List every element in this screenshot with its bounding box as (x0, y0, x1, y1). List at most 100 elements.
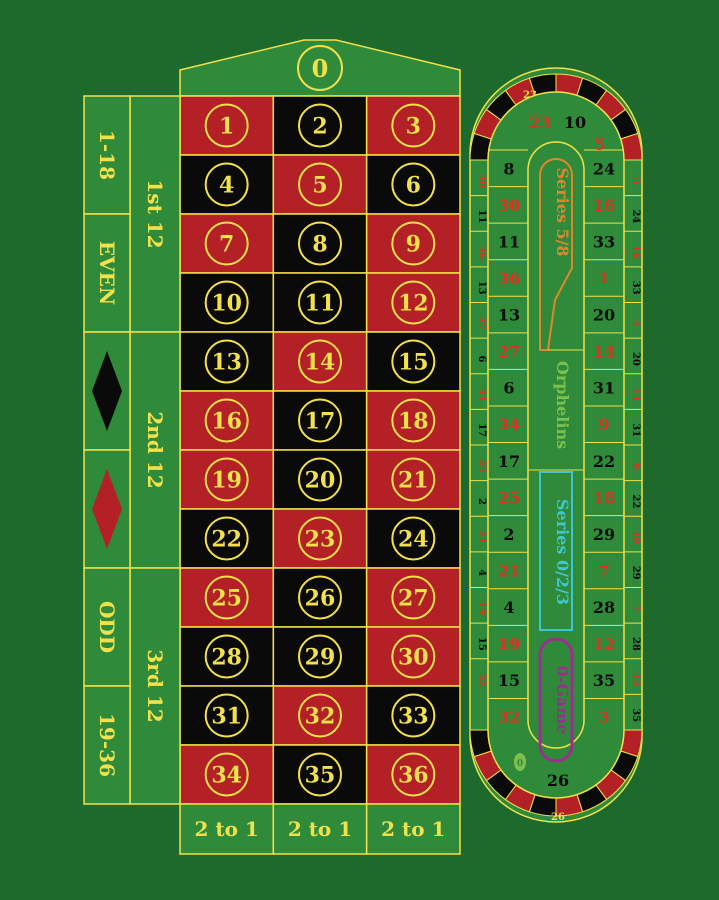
inner-pocket-right-3[interactable]: 3 (598, 708, 609, 727)
inner-pocket-right-24[interactable]: 24 (593, 159, 615, 178)
inner-pocket-right-12[interactable]: 12 (593, 635, 615, 654)
inner-pocket-right-9[interactable]: 9 (598, 415, 609, 434)
number-cell-1[interactable]: 1 (179, 95, 275, 156)
inner-pocket-left-2[interactable]: 2 (503, 525, 514, 544)
number-cell-16[interactable]: 16 (179, 390, 275, 451)
even-bet-bg[interactable] (83, 213, 131, 333)
number-cell-24[interactable]: 24 (365, 508, 461, 569)
number-cell-19[interactable]: 19 (179, 449, 275, 510)
inner-pocket-left-34[interactable]: 34 (498, 415, 520, 434)
number-cell-28[interactable]: 28 (179, 626, 275, 687)
rim-pocket-left-34[interactable]: 34 (470, 373, 488, 402)
rim-pocket-left-4[interactable]: 4 (470, 551, 488, 576)
rim-pocket-right-22[interactable]: 22 (624, 480, 642, 509)
rim-pocket-right-33[interactable]: 33 (624, 266, 642, 295)
dozen-bet-1[interactable]: 1st 12 (129, 95, 181, 333)
number-cell-bg[interactable] (365, 331, 461, 392)
rim-pocket-left-13[interactable]: 13 (470, 266, 488, 295)
rim-pocket-right-24[interactable]: 24 (624, 195, 642, 224)
number-cell-21[interactable]: 21 (365, 449, 461, 510)
inner-pocket-top-5[interactable]: 5 (594, 135, 605, 154)
number-cell-14[interactable]: 14 (272, 331, 368, 392)
number-cell-22[interactable]: 22 (179, 508, 275, 569)
red-bet[interactable] (83, 449, 131, 569)
rim-pocket-left-32[interactable]: 32 (470, 658, 488, 687)
rim-pocket-left-2[interactable]: 2 (470, 480, 488, 505)
column-bet-3[interactable]: 2 to 1 (365, 803, 461, 855)
inner-pocket-right-33[interactable]: 33 (593, 232, 615, 251)
inner-pocket-left-11[interactable]: 11 (498, 232, 520, 251)
number-cell-bg[interactable] (365, 95, 461, 156)
column-bet-bg[interactable] (179, 803, 275, 855)
number-cell-bg[interactable] (365, 213, 461, 274)
number-cell-27[interactable]: 27 (365, 567, 461, 628)
rim-pocket-left-6[interactable]: 6 (470, 337, 488, 362)
rim-pocket-right-1[interactable]: 1 (624, 302, 642, 327)
number-cell-bg[interactable] (365, 744, 461, 805)
inner-pocket-left-27[interactable]: 27 (498, 342, 520, 361)
rim-pocket-right-20[interactable]: 20 (624, 337, 642, 366)
rim-pocket-left-17[interactable]: 17 (470, 408, 488, 437)
number-cell-bg[interactable] (365, 390, 461, 451)
inner-pocket-left-21[interactable]: 21 (498, 561, 520, 580)
black-bet[interactable] (83, 331, 131, 451)
inner-pocket-right-7[interactable]: 7 (598, 561, 609, 580)
number-cell-8[interactable]: 8 (272, 213, 368, 274)
number-cell-9[interactable]: 9 (365, 213, 461, 274)
rim-pocket-right-35[interactable]: 35 (624, 693, 642, 722)
rim-pocket-right-29[interactable]: 29 (624, 551, 642, 580)
number-cell-bg[interactable] (179, 744, 275, 805)
racetrack[interactable]: 3011361327634172522141915325241633120143… (469, 67, 643, 823)
inner-pocket-left-25[interactable]: 25 (498, 488, 520, 507)
number-cell-6[interactable]: 6 (365, 154, 461, 215)
even-bet[interactable]: EVEN (83, 213, 131, 333)
rim-pocket-right-18[interactable]: 18 (624, 515, 642, 544)
high-bet-bg[interactable] (83, 685, 131, 805)
low-bet[interactable]: 1-18 (83, 95, 131, 215)
inner-pocket-left-8[interactable]: 8 (503, 159, 514, 178)
series-0-2-3-section[interactable] (539, 471, 573, 631)
number-cell-bg[interactable] (272, 213, 368, 274)
inner-pocket-right-28[interactable]: 28 (593, 598, 615, 617)
series-5-8-section[interactable] (539, 158, 573, 351)
inner-pocket-left-19[interactable]: 19 (498, 635, 520, 654)
rim-pocket-right-12[interactable]: 12 (624, 658, 642, 687)
rim-pocket-right-16[interactable]: 16 (624, 230, 642, 259)
number-cell-bg[interactable] (179, 390, 275, 451)
rim-pocket-left-21[interactable]: 21 (470, 515, 488, 544)
number-cell-31[interactable]: 31 (179, 685, 275, 746)
inner-pocket-bottom-0[interactable]: 0 (514, 753, 526, 771)
inner-pocket-right-16[interactable]: 16 (593, 196, 615, 215)
number-cell-bg[interactable] (365, 272, 461, 333)
dozen-bet-3[interactable]: 3rd 12 (129, 567, 181, 805)
inner-pocket-right-35[interactable]: 35 (593, 671, 615, 690)
inner-pocket-right-22[interactable]: 22 (593, 452, 615, 471)
rim-pocket-right-28[interactable]: 28 (624, 622, 642, 651)
rim-pocket-right-14[interactable]: 14 (624, 373, 642, 402)
number-cell-29[interactable]: 29 (272, 626, 368, 687)
rim-pocket-left-11[interactable]: 11 (470, 195, 488, 224)
inner-pocket-left-4[interactable]: 4 (503, 598, 514, 617)
rim-pocket-left-25[interactable]: 25 (470, 444, 488, 473)
inner-pocket-right-31[interactable]: 31 (593, 379, 615, 398)
number-cell-26[interactable]: 26 (272, 567, 368, 628)
column-bet-bg[interactable] (365, 803, 461, 855)
number-cell-33[interactable]: 33 (365, 685, 461, 746)
number-cell-30[interactable]: 30 (365, 626, 461, 687)
rim-pocket-right-7[interactable]: 7 (624, 587, 642, 612)
number-cell-bg[interactable] (272, 331, 368, 392)
number-cell-bg[interactable] (272, 95, 368, 156)
odd-bet-bg[interactable] (83, 567, 131, 687)
number-cell-13[interactable]: 13 (179, 331, 275, 392)
number-cell-5[interactable]: 5 (272, 154, 368, 215)
number-cell-bg[interactable] (272, 449, 368, 510)
number-cell-36[interactable]: 36 (365, 744, 461, 805)
inner-pocket-top-10[interactable]: 10 (564, 113, 586, 132)
inner-pocket-left-17[interactable]: 17 (498, 452, 520, 471)
number-cell-34[interactable]: 34 (179, 744, 275, 805)
number-cell-12[interactable]: 12 (365, 272, 461, 333)
inner-pocket-bottom-26[interactable]: 26 (547, 771, 569, 790)
inner-pocket-top-23[interactable]: 23 (529, 113, 551, 132)
rim-pocket-left-19[interactable]: 19 (470, 587, 488, 616)
number-cell-17[interactable]: 17 (272, 390, 368, 451)
